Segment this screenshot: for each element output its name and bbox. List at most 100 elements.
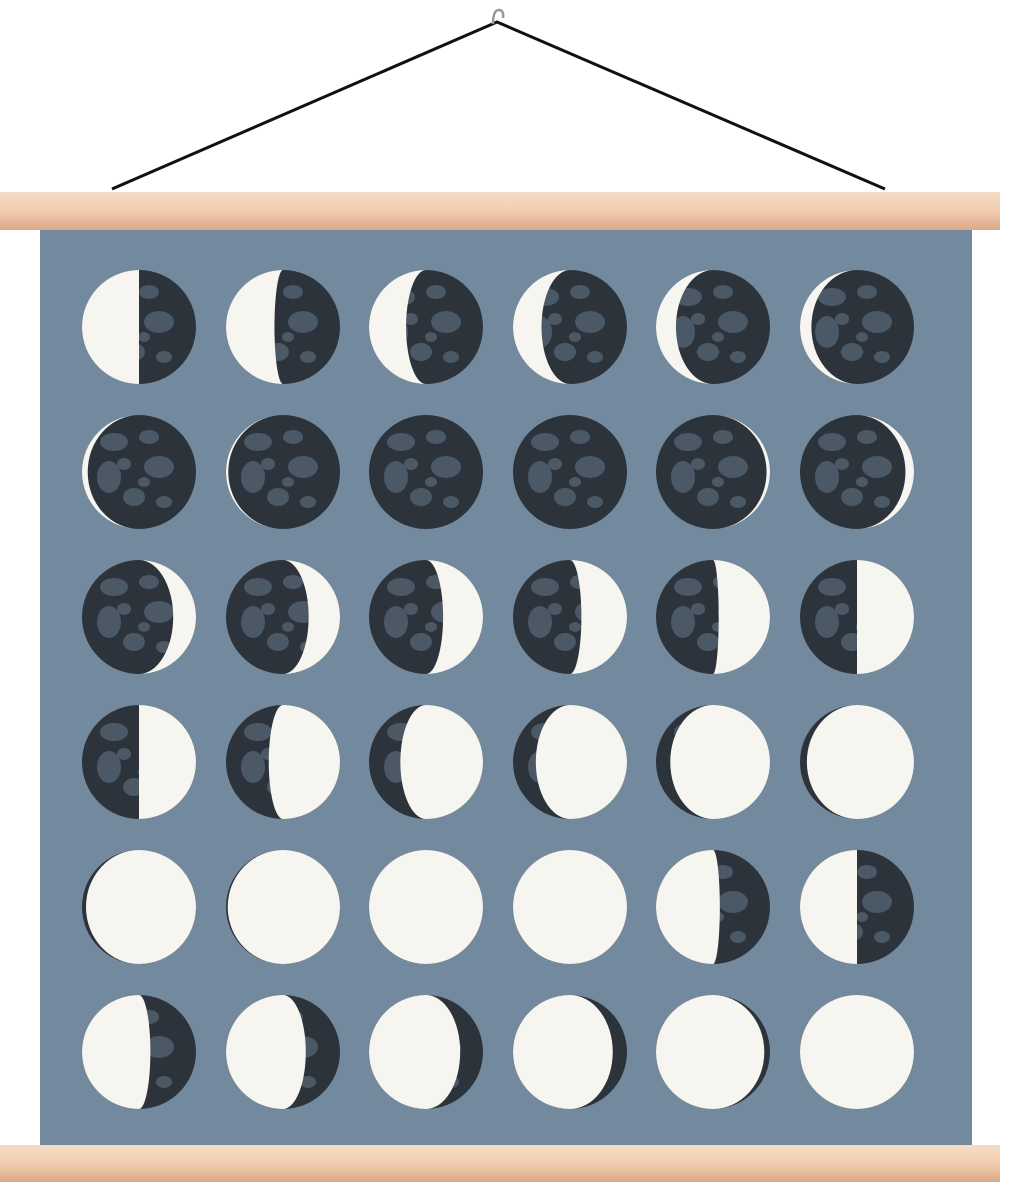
moon-lit-area [268,705,340,819]
moon-lit-area [857,415,914,529]
crater [569,622,581,632]
crater [697,488,719,506]
crater [874,496,890,508]
moon-lit-area [82,995,151,1109]
moon-phase [800,850,914,964]
moon-phase [82,850,196,964]
moon-lit-area [857,560,914,674]
crater [691,603,705,615]
moon-phase [226,705,340,819]
crater [841,488,863,506]
crater [718,456,748,478]
crater [718,891,748,913]
crater [857,430,877,444]
moon-phase [369,415,483,529]
crater [410,488,432,506]
moon-phase [656,270,770,384]
crater [862,456,892,478]
moon-lit-area [227,850,340,964]
crater [443,351,459,363]
crater [387,578,415,596]
crater [97,461,121,493]
moon-phase [369,705,483,819]
moon-lit-area [800,995,914,1109]
crater [410,633,432,651]
moon-phase [513,705,627,819]
crater [144,311,174,333]
crater [857,285,877,299]
crater [712,477,724,487]
crater [857,865,877,879]
crater [283,575,303,589]
crater [426,285,446,299]
crater [697,633,719,651]
moon-lit-area [513,270,570,384]
crater [244,578,272,596]
crater [425,332,437,342]
moon-lit-area [570,560,627,674]
crater [123,633,145,651]
poster-canvas [40,228,972,1146]
crater [548,603,562,615]
crater [531,433,559,451]
moon-phase [82,560,196,674]
moon-lit-area [713,560,770,674]
crater [730,931,746,943]
crater [818,578,846,596]
moon-phase [226,560,340,674]
hook-icon [491,8,505,25]
crater [554,488,576,506]
crater [117,458,131,470]
crater [138,332,150,342]
crater [674,578,702,596]
moon-phase [369,560,483,674]
crater [718,311,748,333]
crater [691,458,705,470]
moon-lit-area [670,705,770,819]
moon-lit-area [513,995,613,1109]
crater [384,606,408,638]
crater [835,458,849,470]
crater [671,606,695,638]
crater [283,430,303,444]
moon-phase [82,270,196,384]
moon-phase [800,560,914,674]
crater [100,578,128,596]
crater [117,748,131,760]
moon-lit-area [139,560,196,674]
crater [404,458,418,470]
moon-lit-area [656,270,713,384]
moon-phase [800,415,914,529]
crater [862,891,892,913]
crater [410,343,432,361]
crater [815,461,839,493]
moon-phase [226,415,340,529]
crater [712,332,724,342]
crater [531,578,559,596]
crater [570,285,590,299]
moon-lit-area [800,270,857,384]
moon-phase [369,850,483,964]
crater [528,461,552,493]
crater [100,723,128,741]
crater [404,603,418,615]
moon-phase [656,705,770,819]
crater [384,461,408,493]
moon-lit-area [226,995,306,1109]
crater [300,496,316,508]
moon-phase [369,995,483,1109]
crater [97,606,121,638]
moon-lit-area [426,560,483,674]
moon-lit-area [535,705,627,819]
crater [674,433,702,451]
crater [267,488,289,506]
crater [261,603,275,615]
hanger-wire [111,8,886,191]
crater [587,351,603,363]
crater [818,288,846,306]
moon-phase [369,270,483,384]
moon-phase [800,705,914,819]
crater [387,433,415,451]
moon-lit-area [369,850,483,964]
